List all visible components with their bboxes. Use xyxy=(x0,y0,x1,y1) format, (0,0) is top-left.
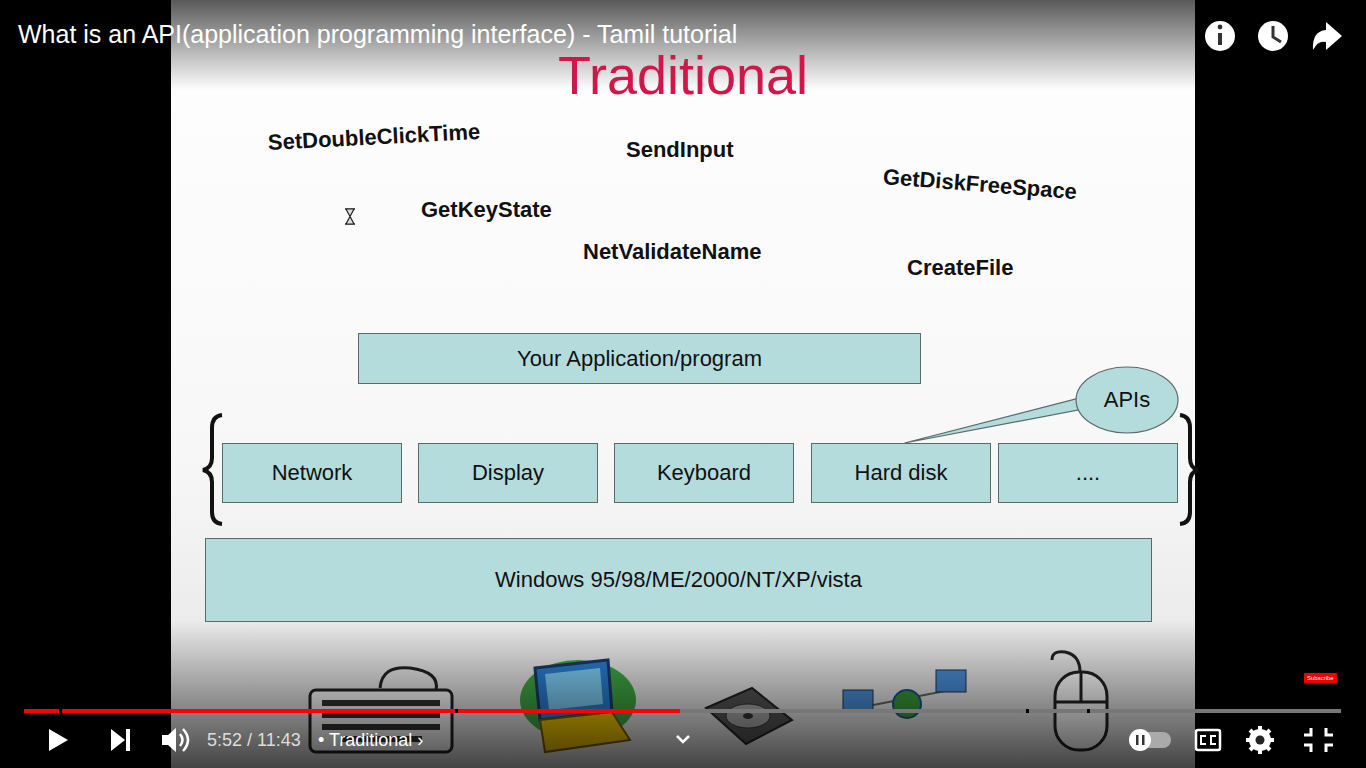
node-text: .... xyxy=(1076,460,1100,486)
api-box: Display xyxy=(418,443,598,503)
api-function: GetDiskFreeSpace xyxy=(882,164,1078,205)
api-function: NetValidateName xyxy=(583,239,762,265)
hourglass-icon xyxy=(345,209,355,224)
progress-bar xyxy=(24,709,1341,713)
node-text: Display xyxy=(472,460,544,486)
api-function: SetDoubleClickTime xyxy=(267,119,480,156)
api-box: .... xyxy=(998,443,1178,503)
node-text: Hard disk xyxy=(855,460,948,486)
left-brace xyxy=(203,415,222,524)
api-function: GetKeyState xyxy=(421,197,552,223)
callout-pointer xyxy=(905,394,1098,443)
chapter-label: • Traditional › xyxy=(318,730,423,751)
application-box: Your Application/program xyxy=(358,333,921,384)
callout-ellipse: APIs xyxy=(1075,366,1179,434)
time-display: 5:52 / 11:43 xyxy=(207,730,301,751)
slide-heading: Traditional xyxy=(558,44,808,106)
api-box: Keyboard xyxy=(614,443,794,503)
node-text: APIs xyxy=(1104,387,1150,413)
video-title: What is an API(application programming i… xyxy=(18,20,737,49)
os-box: Windows 95/98/ME/2000/NT/XP/vista xyxy=(205,538,1152,622)
api-box: Network xyxy=(222,443,402,503)
api-function: CreateFile xyxy=(907,255,1013,281)
node-text: Your Application/program xyxy=(517,346,762,372)
node-text: Network xyxy=(272,460,353,486)
node-text: Windows 95/98/ME/2000/NT/XP/vista xyxy=(495,567,862,593)
top-icons xyxy=(1205,21,1342,51)
node-text: Keyboard xyxy=(657,460,751,486)
api-function: SendInput xyxy=(626,137,734,163)
subscribe-badge: Subscribe xyxy=(1304,673,1337,683)
api-box: Hard disk xyxy=(811,443,991,503)
right-brace xyxy=(1180,415,1198,524)
player-controls xyxy=(49,726,1333,754)
